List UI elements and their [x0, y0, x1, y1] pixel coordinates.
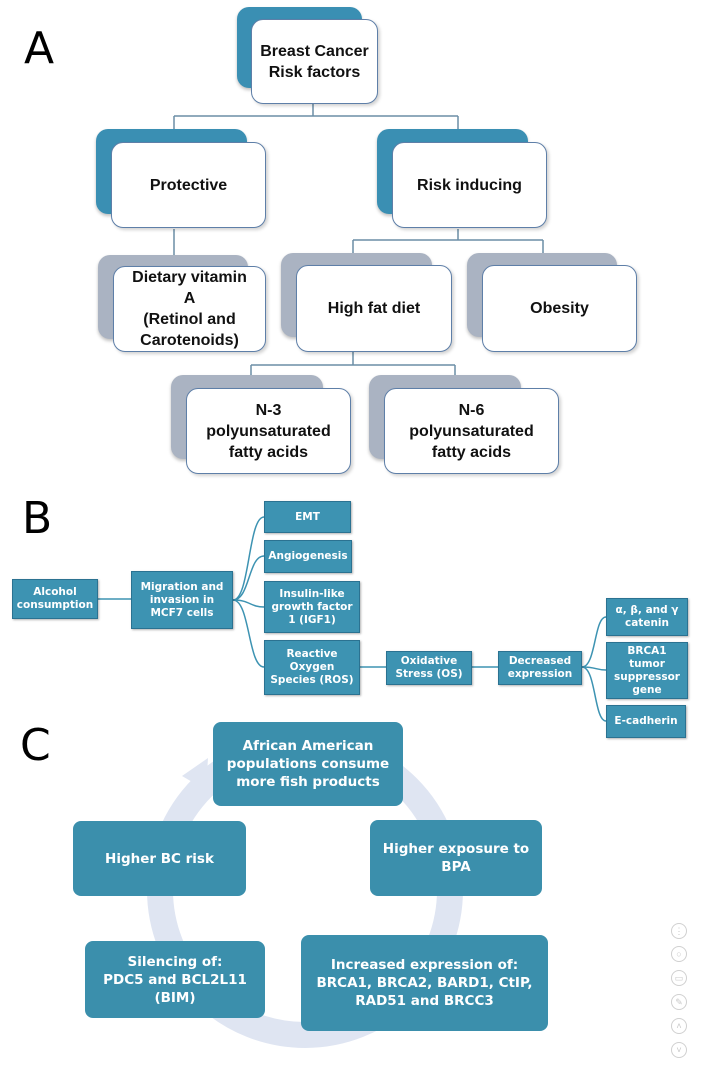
- box-african-american-fish: African American populations consume mor…: [213, 722, 403, 806]
- copy-icon[interactable]: ▭: [671, 970, 687, 986]
- panel-c-label: C: [20, 720, 51, 771]
- box-silencing: Silencing of: PDC5 and BCL2L11 (BIM): [85, 941, 265, 1018]
- box-oxidative-stress: Oxidative Stress (OS): [386, 651, 472, 685]
- panel-b-label: B: [22, 493, 53, 544]
- panel-a-label: A: [24, 23, 55, 74]
- zoom-icon[interactable]: ○: [671, 946, 687, 962]
- box-higher-bc-risk: Higher BC risk: [73, 821, 246, 896]
- box-higher-exposure-bpa: Higher exposure to BPA: [370, 820, 542, 896]
- box-emt: EMT: [264, 501, 351, 533]
- box-decreased-expression: Decreased expression: [498, 651, 582, 685]
- box-alcohol-consumption: Alcohol consumption: [12, 579, 98, 619]
- up-icon[interactable]: ˄: [671, 1018, 687, 1034]
- info-icon[interactable]: ⋮: [671, 923, 687, 939]
- edit-icon[interactable]: ✎: [671, 994, 687, 1010]
- down-icon[interactable]: ˅: [671, 1042, 687, 1058]
- box-increased-expression: Increased expression of: BRCA1, BRCA2, B…: [301, 935, 548, 1031]
- box-e-cadherin: E-cadherin: [606, 705, 686, 738]
- box-brca1-tumor-suppressor: BRCA1 tumor suppressor gene: [606, 642, 688, 699]
- box-igf1: Insulin-like growth factor 1 (IGF1): [264, 581, 360, 633]
- box-ros: Reactive Oxygen Species (ROS): [264, 640, 360, 695]
- box-catenin: α, β, and γ catenin: [606, 598, 688, 636]
- box-migration-invasion: Migration and invasion in MCF7 cells: [131, 571, 233, 629]
- box-angiogenesis: Angiogenesis: [264, 540, 352, 573]
